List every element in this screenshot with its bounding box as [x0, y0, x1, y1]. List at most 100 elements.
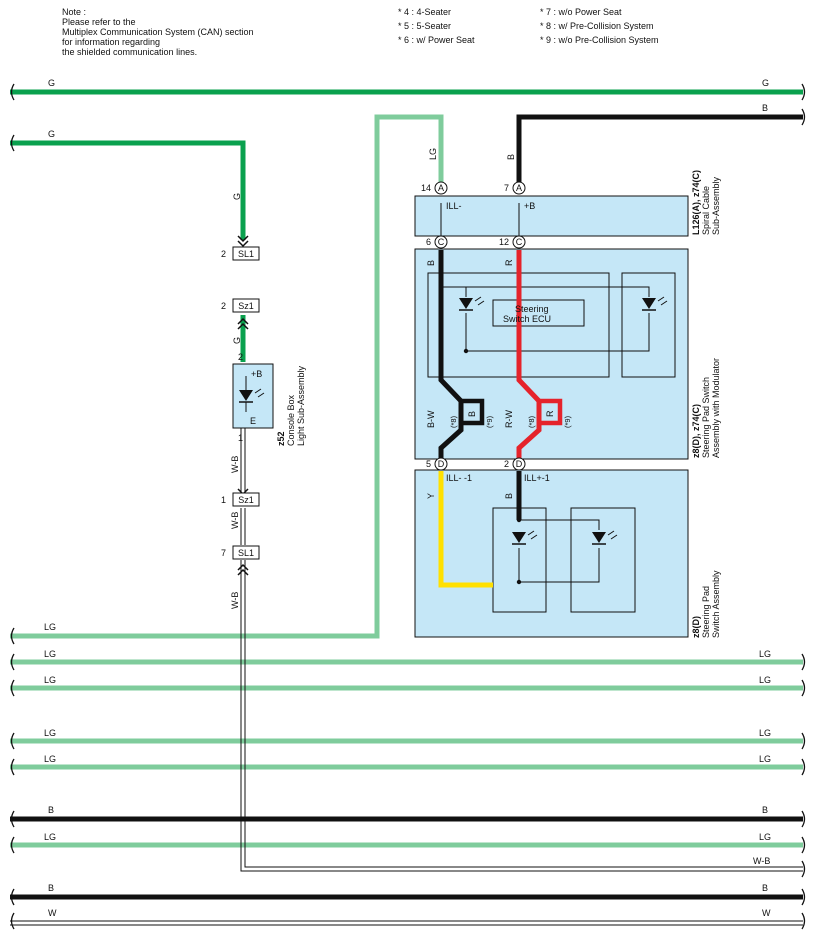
pin-number: 2	[221, 301, 226, 311]
wire-label: Y	[426, 493, 436, 499]
pin-number: 2	[504, 459, 509, 469]
connector-label: SL1	[238, 548, 254, 558]
connector-sz1-bottom: Sz1 1	[221, 492, 260, 507]
wire-label: W-B	[230, 456, 240, 473]
component-code: z8(D)	[691, 616, 701, 638]
console-box-light	[232, 363, 274, 429]
wire-label: B	[48, 883, 54, 893]
note-line: Multiplex Communication System (CAN) sec…	[62, 27, 254, 37]
pin-number: 2	[221, 249, 226, 259]
terminal-d-5: D 5	[426, 457, 448, 471]
wire-label: R	[504, 259, 514, 266]
connector-sz1-top: Sz1 2	[221, 298, 260, 313]
steering-pad-labels: ILL- -1 ILL+-1 Y B z8(D) Steering Pad Sw…	[426, 473, 721, 638]
terminal-c-12: C 12	[499, 235, 526, 249]
inner-led-box	[621, 272, 676, 378]
wire-label: B	[762, 805, 768, 815]
led-icon	[512, 530, 538, 545]
component-name: Sub-Assembly	[711, 176, 721, 235]
wire-label: W-B	[230, 512, 240, 529]
wire-label: G	[232, 193, 242, 200]
connector-label: Sz1	[238, 495, 254, 505]
wire-label: R-W	[504, 410, 514, 428]
wire-harness	[10, 89, 803, 900]
wire-label: G	[48, 78, 55, 88]
wire-label: LG	[759, 832, 771, 842]
wire-label: B	[762, 103, 768, 113]
pin-number: 5	[426, 459, 431, 469]
component-code: z52	[276, 431, 286, 446]
component-code: z8(D), z74(C)	[691, 404, 701, 458]
terminal-label: E	[250, 416, 256, 426]
wire-label: G	[48, 129, 55, 139]
variant-note: (*9)	[563, 415, 572, 428]
internal-wiring	[440, 203, 650, 583]
pin-number: 12	[499, 237, 509, 247]
component-code: L126(A), z74(C)	[691, 170, 701, 235]
note-block: Note : Please refer to the Multiplex Com…	[62, 7, 254, 57]
component-name: Light Sub-Assembly	[296, 365, 306, 446]
led-icon	[459, 296, 485, 311]
pin-number: 14	[421, 183, 431, 193]
wire-label: G	[762, 78, 769, 88]
terminal-label: +B	[524, 201, 535, 211]
terminal-label: ILL-	[446, 201, 462, 211]
legend-item: * 8 : w/ Pre-Collision System	[540, 21, 654, 31]
wire-b-loop	[461, 398, 485, 426]
wire-label: LG	[759, 754, 771, 764]
wire-label: LG	[759, 728, 771, 738]
wire-y	[438, 471, 493, 588]
component-name: Spiral Cable	[701, 186, 711, 235]
variant-note: (*8)	[527, 415, 536, 428]
wire-break-marks	[10, 83, 806, 930]
legend-block: * 4 : 4-Seater * 5 : 5-Seater * 6 : w/ P…	[398, 7, 659, 45]
svg-text:A: A	[516, 183, 522, 193]
wire-label: B	[504, 493, 514, 499]
inner-led-box	[570, 507, 636, 613]
connector-label: SL1	[238, 249, 254, 259]
note-line: for information regarding	[62, 37, 160, 47]
wire-b-top	[516, 114, 803, 182]
terminal-label: ILL- -1	[446, 473, 472, 483]
wire-label: LG	[759, 675, 771, 685]
wire-label: G	[232, 337, 242, 344]
legend-item: * 9 : w/o Pre-Collision System	[540, 35, 659, 45]
terminal-d-2: D 2	[504, 457, 526, 471]
spiral-cable-box	[414, 195, 689, 237]
pin-number: 6	[426, 237, 431, 247]
wire-label: W	[48, 908, 57, 918]
ecu-label: Switch ECU	[503, 314, 551, 324]
wire-r-loop	[539, 398, 563, 426]
led-icon	[642, 296, 668, 311]
double-wires	[10, 428, 803, 926]
note-line: Note :	[62, 7, 86, 17]
connector-label: Sz1	[238, 301, 254, 311]
legend-item: * 7 : w/o Power Seat	[540, 7, 622, 17]
component-name: Console Box	[286, 394, 296, 446]
ecu-label: Steering	[515, 304, 549, 314]
legend-item: * 5 : 5-Seater	[398, 21, 451, 31]
component-name: Steering Pad	[701, 586, 711, 638]
wire-label: LG	[44, 622, 56, 632]
steering-switch-ecu	[492, 299, 585, 327]
wire-label: B	[467, 411, 477, 417]
wire-rw	[516, 250, 542, 458]
variant-note: (*9)	[485, 415, 494, 428]
chevron-up-icon	[237, 317, 249, 576]
component-name: Steering Pad Switch	[701, 377, 711, 458]
svg-text:D: D	[516, 459, 523, 469]
led-icon	[592, 530, 618, 545]
wire-label: LG	[44, 649, 56, 659]
pin-number: 2	[238, 352, 243, 362]
connector-sl1-bottom: SL1 7	[221, 545, 260, 560]
wire-label: LG	[44, 754, 56, 764]
led-icon	[239, 376, 265, 412]
legend-item: * 6 : w/ Power Seat	[398, 35, 475, 45]
terminal-c-6: C 6	[426, 235, 448, 249]
wire-color-labels: G G B G G G LG B W-B W-B W-B LG LG LG LG…	[44, 78, 771, 918]
wire-label: LG	[44, 675, 56, 685]
wire-label: LG	[428, 148, 438, 160]
pin-number: 1	[238, 433, 243, 443]
svg-text:A: A	[438, 183, 444, 193]
note-line: the shielded communication lines.	[62, 47, 197, 57]
